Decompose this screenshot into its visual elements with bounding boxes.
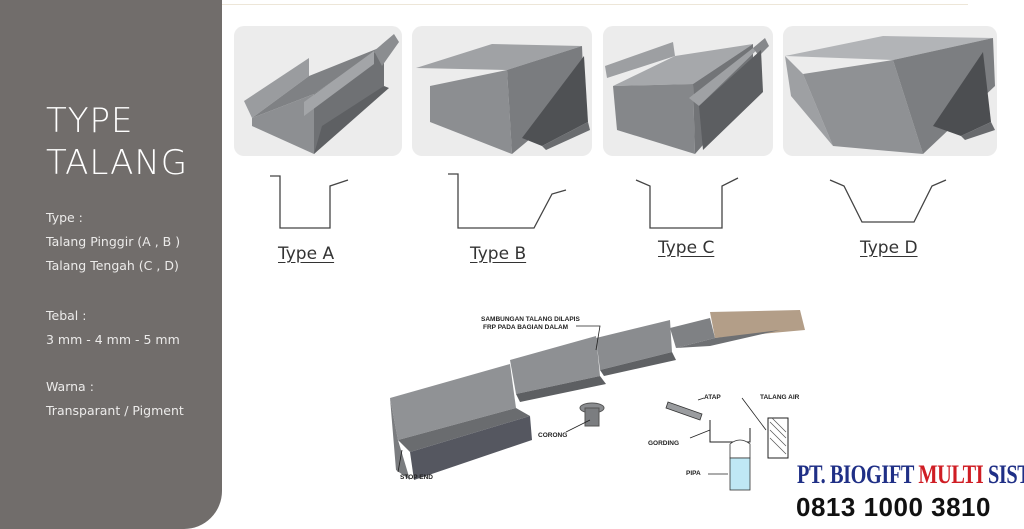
tebal-value: 3 mm - 4 mm - 5 mm [46,332,180,347]
top-divider [222,4,968,5]
phone-number: 0813 1000 3810 [796,492,991,522]
type-a-render [234,26,402,156]
talang-air-label: TALANG AIR [760,394,800,401]
type-d-render [783,26,997,156]
type-d-label: Type D [860,238,918,258]
type-a-profile [270,175,349,229]
type-heading: Type : [46,210,83,225]
company-name-part3: SISTEM [987,460,1024,489]
gording-label: GORDING [648,440,680,447]
sidebar-panel: TYPE TALANG Type : Talang Pinggir (A , B… [0,0,222,529]
warna-value: Transparant / Pigment [46,403,184,418]
pipa-label: PIPA [686,470,701,477]
page-title: TYPE TALANG [46,100,188,184]
atap-label: ATAP [704,394,721,401]
corong-label: CORONG [538,432,568,439]
sambungan-label-2: FRP PADA BAGIAN DALAM [483,324,569,331]
company-name-part2: MULTI [918,460,984,489]
type-line-2: Talang Tengah (C , D) [46,258,179,273]
type-line-1: Talang Pinggir (A , B ) [46,234,181,249]
company-name: PT. BIOGIFT MULTI SISTEM [797,460,1024,490]
type-c-profile [635,177,739,229]
gutter-run-illustration [390,310,805,491]
type-b-profile [448,173,567,229]
title-line-2: TALANG [46,143,189,183]
warna-heading: Warna : [46,379,94,394]
tebal-heading: Tebal : [46,308,87,323]
type-a-label: Type A [278,244,335,264]
company-name-part1: PT. BIOGIFT [797,460,914,489]
warna-info: Warna : Transparant / Pigment [46,375,184,423]
title-line-1: TYPE [46,101,134,141]
type-d-profile [829,179,947,223]
type-b-label: Type B [470,244,527,264]
type-c-label: Type C [658,238,715,258]
installation-diagram: SAMBUNGAN TALANG DILAPIS FRP PADA BAGIAN… [380,290,820,495]
type-info: Type : Talang Pinggir (A , B ) Talang Te… [46,206,180,278]
type-b-render [412,26,592,156]
sambungan-label-1: SAMBUNGAN TALANG DILAPIS [481,316,580,323]
type-c-render [603,26,773,156]
tebal-info: Tebal : 3 mm - 4 mm - 5 mm [46,304,180,352]
stop-end-label: STOP END [400,474,433,481]
